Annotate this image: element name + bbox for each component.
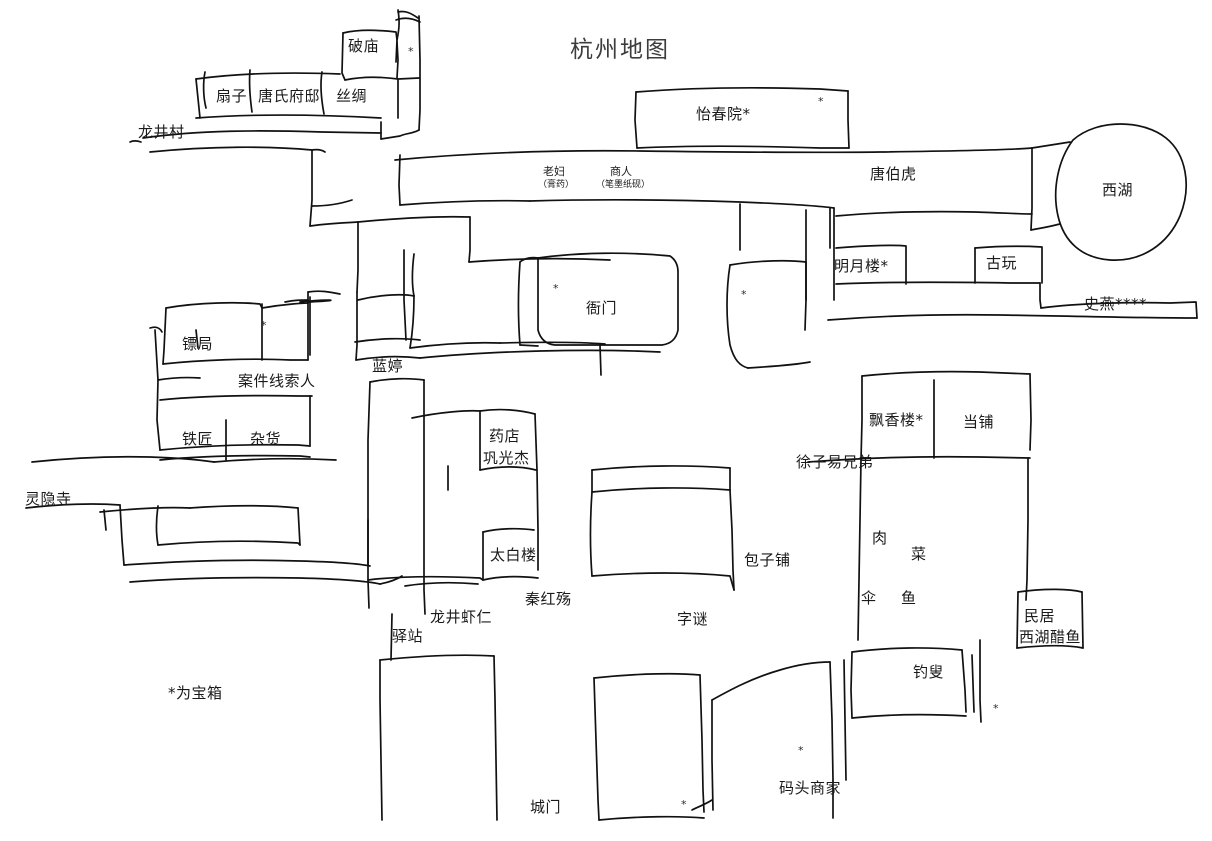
map-label-shan-zi: 扇子	[216, 87, 248, 105]
map-label-long-jing-cun: 龙井村	[138, 123, 185, 141]
map-label-piao-xiang-lou: 飘香楼*	[869, 411, 924, 429]
map-label-lao-fu: 老妇	[543, 165, 565, 178]
map-label-xi-hu-cu-yu: 西湖醋鱼	[1019, 628, 1082, 646]
treasure-star-icon: *	[408, 45, 414, 58]
page-title: 杭州地图	[570, 37, 670, 63]
map-label-lan-ting: 蓝婷	[372, 357, 404, 375]
map-label-shang-ren-sub: （笔墨纸砚）	[596, 180, 651, 190]
map-label-xi-hu: 西湖	[1102, 181, 1134, 199]
map-label-shi-yan: 史燕****	[1084, 295, 1148, 313]
legend-treasure-note: *为宝箱	[168, 684, 223, 702]
map-label-qin-hong-shang: 秦红殇	[525, 590, 572, 608]
map-label-ya-men: 衙门	[586, 299, 618, 317]
map-label-si-chou: 丝绸	[336, 87, 368, 105]
map-label-yu: 鱼	[901, 589, 917, 607]
treasure-star-icon: *	[681, 798, 687, 811]
treasure-star-icon: *	[553, 282, 559, 295]
map-label-tang-shi-fu-di: 唐氏府邸	[258, 87, 321, 105]
map-label-yi-zhan: 驿站	[392, 627, 424, 645]
treasure-star-icon: *	[818, 95, 824, 108]
treasure-star-icon: *	[741, 288, 747, 301]
treasure-star-icon: *	[261, 319, 267, 332]
map-label-diao-sou: 钓叟	[913, 663, 945, 681]
map-label-gu-wan: 古玩	[986, 254, 1018, 272]
map-label-gong-guang-jie: 巩光杰	[483, 449, 530, 467]
map-label-tang-bo-hu: 唐伯虎	[870, 165, 917, 183]
map-label-min-ju: 民居	[1024, 607, 1056, 625]
map-label-tie-jiang: 铁匠	[182, 430, 214, 448]
map-label-ming-yue-lou: 明月楼*	[834, 257, 889, 275]
map-label-rou: 肉	[872, 529, 888, 547]
map-label-bao-zi-pu: 包子铺	[744, 551, 791, 569]
map-label-ling-yin-si: 灵隐寺	[25, 490, 72, 508]
map-label-cai: 菜	[911, 545, 927, 563]
map-label-yi-chun-yuan: 怡春院*	[696, 105, 751, 123]
map-label-cheng-men: 城门	[530, 798, 562, 816]
map-label-long-jing-xia: 龙井虾仁	[430, 608, 493, 626]
treasure-star-icon: *	[993, 702, 999, 715]
map-label-lao-fu-sub: （膏药）	[538, 180, 575, 190]
map-label-dang-pu: 当铺	[963, 413, 995, 431]
map-label-an-jian: 案件线索人	[238, 372, 316, 390]
map-label-po-miao: 破庙	[348, 37, 380, 55]
map-label-zi-mi: 字谜	[677, 610, 709, 628]
map-label-biao-ju: 镖局	[182, 335, 214, 353]
map-label-za-huo: 杂货	[250, 430, 282, 448]
map-label-tai-bai-lou: 太白楼	[490, 546, 537, 564]
map-label-san: 伞	[861, 589, 877, 607]
map-label-ma-tou: 码头商家	[779, 779, 842, 797]
map-label-shang-ren: 商人	[610, 165, 632, 178]
treasure-star-icon: *	[798, 744, 804, 757]
map-label-xu-zi-yi: 徐子易兄弟	[796, 453, 874, 471]
map-label-yao-dian: 药店	[489, 427, 521, 445]
